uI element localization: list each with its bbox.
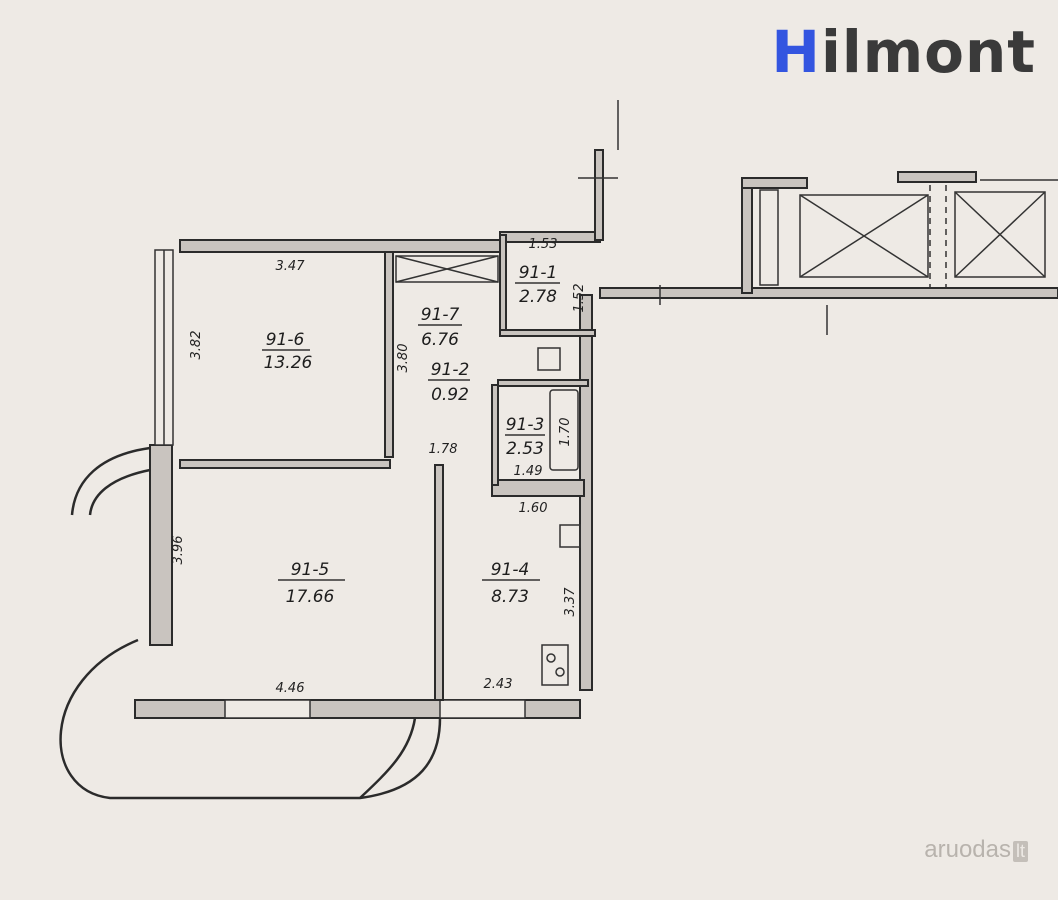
- dimension-label: 3.80: [396, 344, 411, 373]
- wall-bath-left: [491, 384, 499, 486]
- dimension-label: 3.47: [276, 259, 306, 274]
- brand-logo-first-letter: H: [771, 18, 821, 86]
- room-91-5: 91-5 17.66: [278, 560, 345, 607]
- room-area: 0.92: [431, 385, 469, 405]
- room-id: 91-3: [506, 415, 545, 435]
- room-91-1: 91-1 2.78: [515, 263, 560, 307]
- room-91-7: 91-7 6.76: [418, 305, 462, 350]
- balcony-lower-inner: [359, 717, 417, 799]
- room-area: 2.53: [506, 439, 544, 459]
- wall-room6-room5: [179, 459, 391, 469]
- wall-left-balcony-side: [149, 444, 173, 646]
- wardrobe-cross: [395, 255, 499, 283]
- kitchen-counter: [559, 524, 581, 548]
- room-id: 91-2: [431, 360, 470, 380]
- balcony-upper-curve: [70, 446, 151, 516]
- wall-bath-bottom: [491, 479, 585, 497]
- room-91-6: 91-6 13.26: [262, 330, 313, 373]
- shaft-wall-top: [741, 177, 808, 189]
- balcony-lower-curve: [59, 638, 442, 800]
- wall-corridor: [599, 287, 1058, 299]
- shaft-wall-left: [741, 177, 753, 294]
- stove-burner: [555, 667, 565, 677]
- shaft-wall-top-right: [897, 171, 977, 183]
- window-bottom-left: [224, 699, 311, 719]
- watermark-text: aruodas: [924, 836, 1011, 863]
- brand-logo: Hilmont: [771, 18, 1036, 86]
- dimension-label: 3.37: [563, 587, 578, 617]
- lift-shaft-1: [799, 194, 929, 278]
- room-91-4: 91-4 8.73: [482, 560, 540, 607]
- wall-top: [179, 239, 506, 253]
- sink: [537, 347, 561, 371]
- wall-wc-left: [499, 234, 507, 336]
- room-91-2: 91-2 0.92: [428, 360, 470, 405]
- shaft-column: [759, 189, 779, 286]
- lift-cross: [954, 191, 1046, 278]
- brand-logo-rest: ilmont: [820, 18, 1036, 86]
- watermark-badge: lt: [1013, 841, 1028, 862]
- room-id: 91-7: [421, 305, 460, 325]
- wall-room6-room7: [384, 251, 394, 458]
- wall-bath-top: [497, 379, 589, 387]
- room-area: 8.73: [491, 587, 529, 607]
- room-id: 91-1: [519, 263, 558, 283]
- lift-shaft-2: [954, 191, 1046, 278]
- dimension-label: 3.82: [189, 331, 204, 360]
- room-91-3: 91-3 2.53: [505, 415, 545, 459]
- room-id: 91-4: [491, 560, 530, 580]
- balcony-upper-curve-inner: [88, 468, 151, 516]
- wardrobe: [395, 255, 499, 283]
- wall-room5-room4: [434, 464, 444, 701]
- room-id: 91-6: [266, 330, 305, 350]
- window-bottom-right: [439, 699, 526, 719]
- dimension-label: 1.60: [519, 501, 548, 516]
- room-area: 13.26: [264, 353, 313, 373]
- dimension-label: 1.49: [514, 464, 543, 479]
- lift-cross: [799, 194, 929, 278]
- dimension-label: 4.46: [276, 681, 305, 696]
- dimension-label: 1.52: [572, 284, 587, 313]
- stove: [541, 644, 569, 686]
- stove-burner: [546, 653, 556, 663]
- dimension-label: 2.43: [484, 677, 513, 692]
- room-area: 6.76: [421, 330, 459, 350]
- wall-wc-bottom: [499, 329, 596, 337]
- dimension-label: 1.53: [529, 237, 558, 252]
- bathtub: [549, 389, 579, 471]
- dimension-label: 1.70: [558, 418, 573, 447]
- wall-riser: [594, 149, 604, 241]
- room-area: 17.66: [286, 587, 335, 607]
- dimension-label: 1.78: [429, 442, 458, 457]
- room-id: 91-5: [291, 560, 330, 580]
- dimension-label: 3.96: [171, 536, 186, 565]
- room-area: 2.78: [519, 287, 557, 307]
